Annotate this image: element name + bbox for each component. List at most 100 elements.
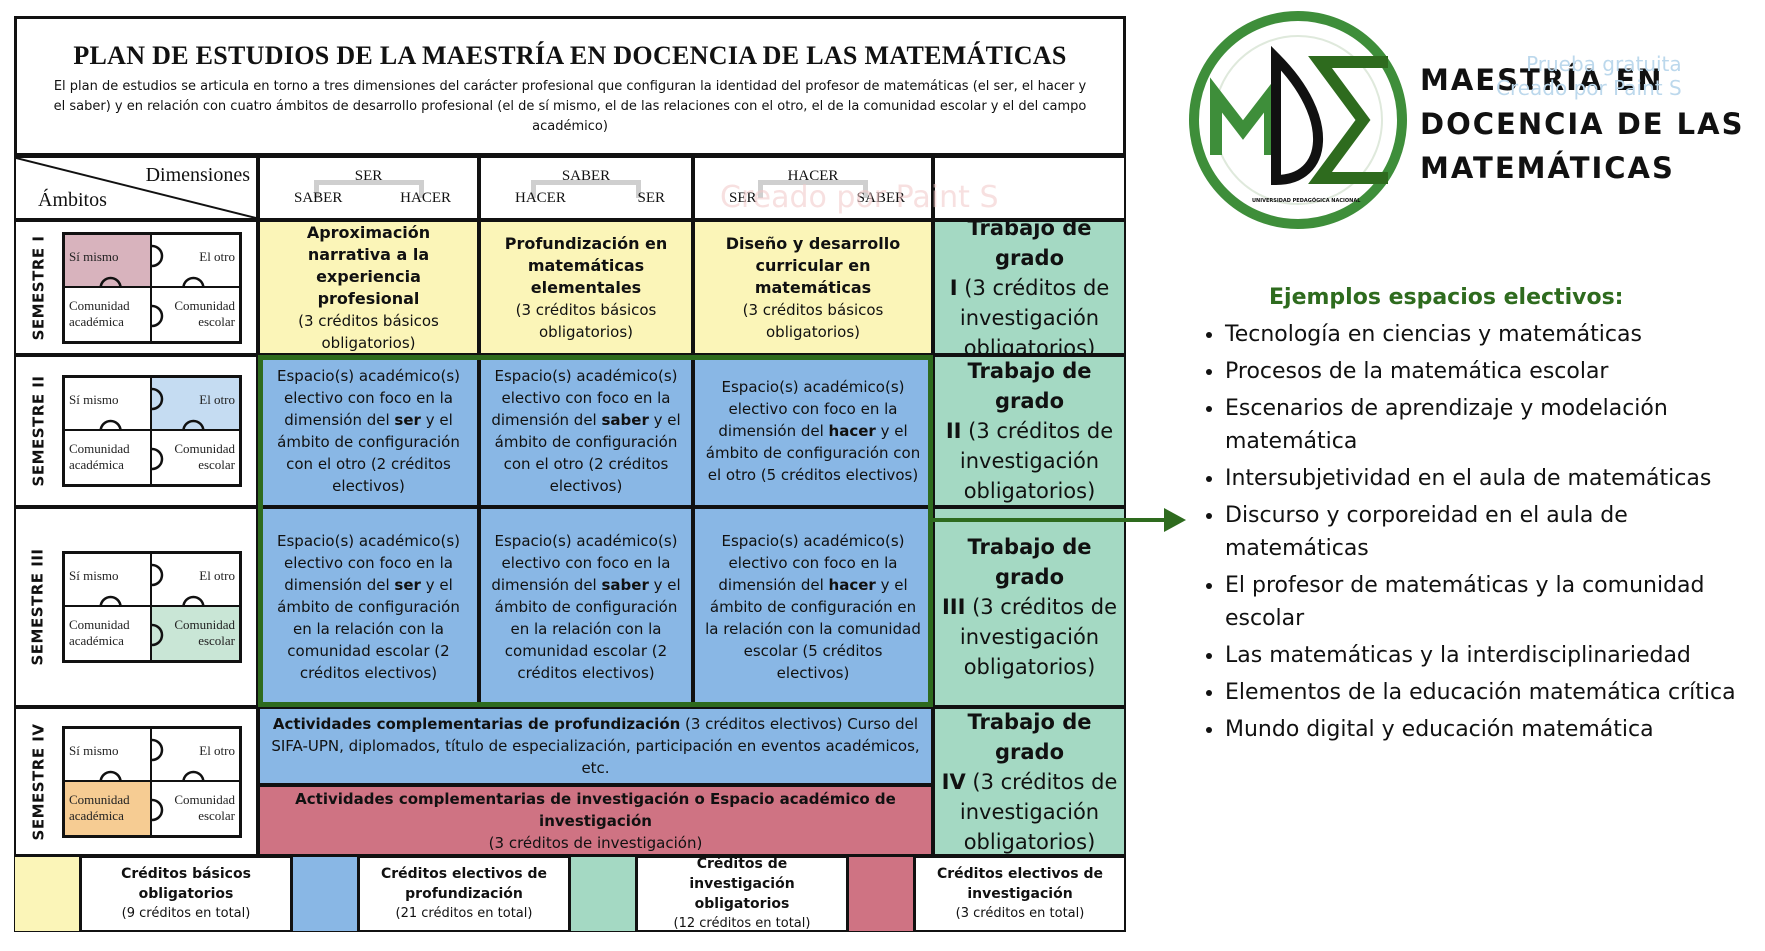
elective-example-item: Discurso y corporeidad en el aula de mat… <box>1225 499 1755 565</box>
sem4-profundizacion-cell: Actividades complementarias de profundiz… <box>258 707 933 785</box>
trabajo-grado-number: IV <box>941 769 966 794</box>
dimension-bracket <box>313 180 424 198</box>
elective-text-post: y el ámbito de configuración en la relac… <box>705 576 921 682</box>
legend-total: (3 créditos en total) <box>955 906 1085 921</box>
brand-line-1: MAESTRÍA EN <box>1420 63 1664 97</box>
legend-total: (21 créditos en total) <box>395 906 533 921</box>
trabajo-grado-credits: (3 créditos de investigación obligatorio… <box>957 275 1110 360</box>
legend-swatch <box>14 856 80 932</box>
puzzle-label: Sí mismo <box>69 392 119 407</box>
semester-label: SEMESTRE IV <box>16 709 60 854</box>
sem2-elective-2: Espacio(s) académico(s) electivo con foc… <box>479 355 693 507</box>
legend-item-3: Créditos de investigación obligatorios (1… <box>636 856 848 932</box>
course-credits: (3 créditos básicos obligatorios) <box>515 300 657 341</box>
puzzle-piece: Sí mismo <box>65 729 152 782</box>
semester-label-text: SEMESTRE I <box>29 235 48 340</box>
legend-label: Créditos básicos obligatorios <box>121 866 251 902</box>
watermark-center: Creado por Paint S <box>720 180 999 215</box>
puzzle-label: Sí mismo <box>69 743 119 758</box>
elective-text-post: y el ámbito de configuración con el otro… <box>705 422 921 484</box>
sem4-investigacion-cell: Actividades complementarias de investiga… <box>258 785 933 856</box>
dimension-bracket <box>758 180 868 198</box>
elective-example-item: Escenarios de aprendizaje y modelación m… <box>1225 392 1755 458</box>
elective-dimension: saber <box>601 411 649 429</box>
elective-text-post: y el ámbito de configuración con el otro… <box>277 411 460 495</box>
electives-list: Tecnología en ciencias y matemáticasProc… <box>1185 318 1755 746</box>
dimension-left: HACER <box>515 190 566 206</box>
header-empty-cell <box>933 156 1126 220</box>
course-title: Profundización en matemáticas elementale… <box>504 233 668 297</box>
puzzle-piece: El otro <box>152 729 239 782</box>
semester-label: SEMESTRE II <box>16 357 60 505</box>
dimension-right: SABER <box>856 190 905 206</box>
brand-logo: UNIVERSIDAD PEDAGÓGICA NACIONAL <box>1188 10 1408 230</box>
sem4-investigacion-rest: (3 créditos de investigación) <box>488 833 703 852</box>
puzzle-label: El otro <box>199 743 235 758</box>
dimension-left: SER <box>729 190 757 206</box>
dimension-bracket <box>531 180 641 198</box>
puzzle-piece: Sí mismo <box>65 378 152 431</box>
header-box: PLAN DE ESTUDIOS DE LA MAESTRÍA EN DOCEN… <box>14 16 1126 156</box>
brand-title: MAESTRÍA EN DOCENCIA DE LAS MATEMÁTICAS <box>1420 58 1745 190</box>
elective-text-pre: Espacio(s) académico(s) electivo con foc… <box>277 367 460 429</box>
legend-total: (12 créditos en total) <box>673 916 811 931</box>
trabajo-grado-number: I <box>949 275 958 300</box>
trabajo-grado-credits: (3 créditos de investigación obligatorio… <box>959 769 1118 854</box>
watermark-top-right: Prueba gratuita Creado por Paint S <box>1496 52 1682 100</box>
legend-label: Créditos de investigación obligatorios <box>689 856 795 912</box>
course-title: Aproximación narrativa a la experiencia … <box>306 222 431 308</box>
legend-label: Créditos electivos de profundización <box>380 866 548 902</box>
puzzle-label: Sí mismo <box>69 568 119 583</box>
sem3-elective-3: Espacio(s) académico(s) electivo con foc… <box>693 507 933 707</box>
brand-line-2: DOCENCIA DE LAS <box>1420 107 1745 141</box>
corner-cell: Dimensiones Ámbitos <box>14 156 258 220</box>
sem4-profundizacion-rest: (3 créditos electivos) Curso del SIFA-UP… <box>271 715 920 777</box>
elective-dimension: ser <box>394 411 421 429</box>
elective-text-post: y el ámbito de configuración con el otro… <box>494 411 681 495</box>
dimension-left: SABER <box>294 190 343 206</box>
puzzle-piece: El otro <box>152 378 239 431</box>
semester-label-text: SEMESTRE II <box>29 375 48 487</box>
elective-example-item: Mundo digital y educación matemática <box>1225 713 1755 746</box>
elective-dimension: saber <box>601 576 649 594</box>
sem1-course-2: Profundización en matemáticas elementale… <box>479 220 693 355</box>
page-description: El plan de estudios se articula en torno… <box>53 79 1087 134</box>
elective-example-item: Intersubjetividad en el aula de matemáti… <box>1225 462 1755 495</box>
elective-example-item: Elementos de la educación matemática crí… <box>1225 676 1755 709</box>
sem2-elective-3: Espacio(s) académico(s) electivo con foc… <box>693 355 933 507</box>
legend-swatch <box>848 856 914 932</box>
elective-dimension: hacer <box>828 576 876 594</box>
dimension-top: SER <box>354 168 383 184</box>
page-title: PLAN DE ESTUDIOS DE LA MAESTRÍA EN DOCEN… <box>73 41 1067 70</box>
puzzle-piece: Sí mismo <box>65 235 152 288</box>
legend-item-2: Créditos electivos de profundización (21 … <box>358 856 570 932</box>
sem3-elective-1: Espacio(s) académico(s) electivo con foc… <box>258 507 479 707</box>
trabajo-grado-number: II <box>945 419 962 443</box>
elective-text-pre: Espacio(s) académico(s) electivo con foc… <box>718 378 905 440</box>
trabajo-grado-title: Trabajo de grado <box>967 215 1092 270</box>
elective-text-pre: Espacio(s) académico(s) electivo con foc… <box>491 367 678 429</box>
electives-panel: Ejemplos espacios electivos: Tecnología … <box>1185 285 1755 750</box>
dimension-top: HACER <box>787 168 839 184</box>
course-title: Diseño y desarrollo curricular en matemá… <box>725 233 901 297</box>
trabajo-grado-credits: (3 créditos de investigación obligatorio… <box>959 419 1114 503</box>
elective-example-item: El profesor de matemáticas y la comunida… <box>1225 569 1755 635</box>
puzzle-label: Sí mismo <box>69 249 119 264</box>
sem4-profundizacion-bold: Actividades complementarias de profundiz… <box>272 715 681 733</box>
